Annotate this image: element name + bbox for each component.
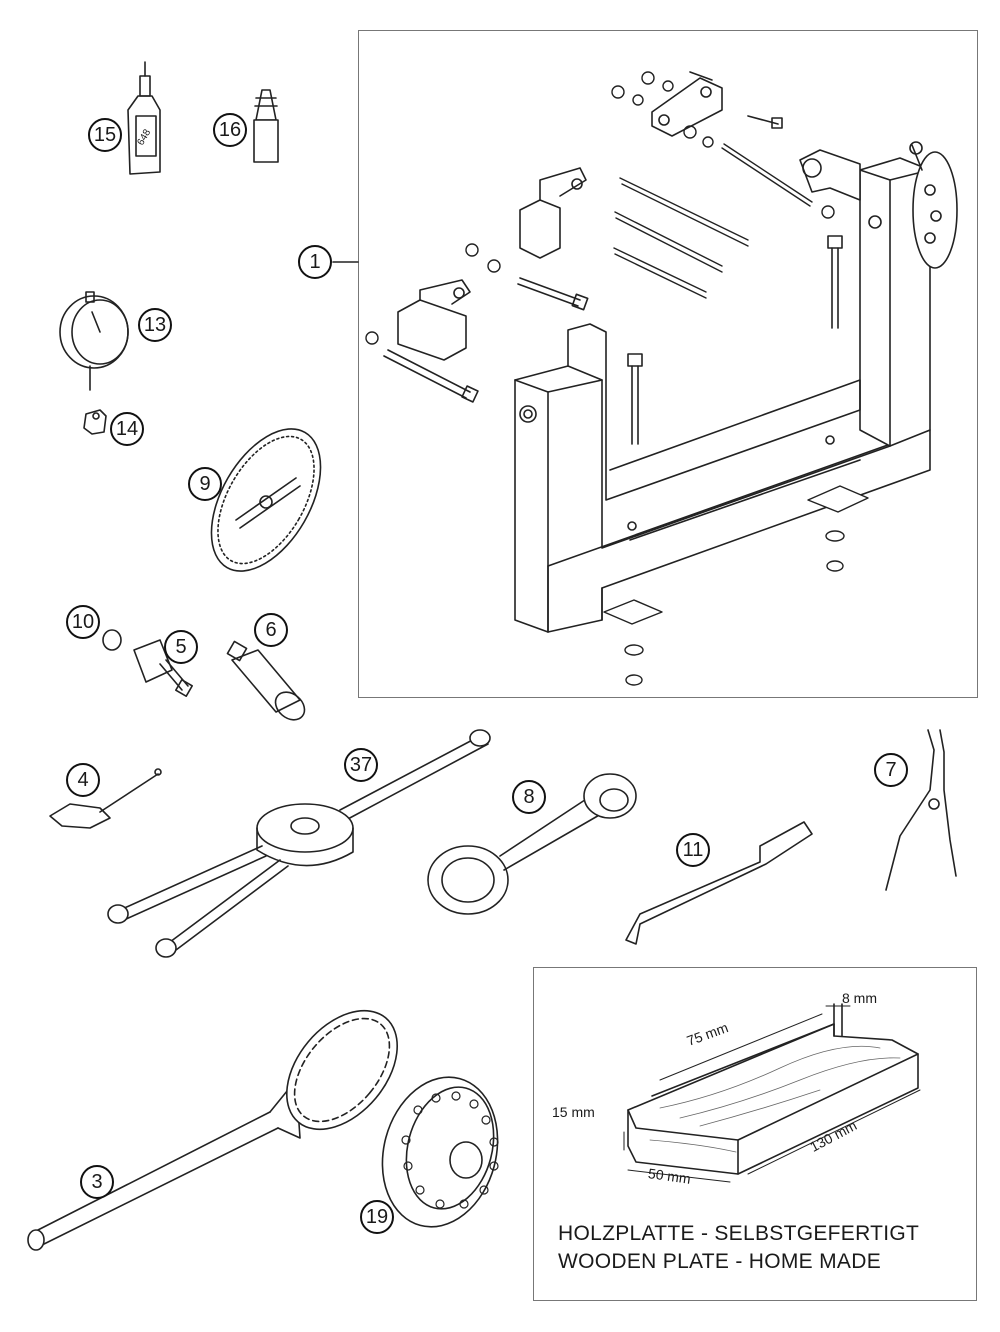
engine-stand-frame [358, 30, 978, 698]
callout-6: 6 [254, 613, 288, 647]
puller-set [102, 629, 306, 721]
callout-10: 10 [66, 605, 100, 639]
callout-15: 15 [88, 118, 122, 152]
sealant-tube [253, 89, 279, 163]
dim-slot: 8 mm [842, 990, 877, 1006]
callout-16: 16 [213, 113, 247, 147]
callout-9: 9 [188, 467, 222, 501]
dial-gauge [59, 291, 129, 391]
caption-german: HOLZPLATTE - SELBSTGEFERTIGT [558, 1222, 920, 1245]
flywheel-holder [27, 1009, 398, 1251]
callout-13: 13 [138, 308, 172, 342]
wrench-4 [49, 768, 162, 829]
callout-3: 3 [80, 1165, 114, 1199]
engine-stand [332, 71, 958, 686]
rotor-puller [381, 1076, 499, 1228]
callout-5: 5 [164, 630, 198, 664]
callout-14: 14 [110, 412, 144, 446]
callout-11: 11 [676, 833, 710, 867]
circlip-pliers [885, 729, 957, 891]
feeler-gauge [625, 821, 813, 945]
callout-4: 4 [66, 763, 100, 797]
crank-puller [107, 729, 491, 958]
callout-8: 8 [512, 780, 546, 814]
wooden-plate-sketch [623, 1003, 921, 1183]
holding-wrench [427, 773, 637, 915]
wooden-plate-frame [533, 967, 977, 1301]
callout-7: 7 [874, 753, 908, 787]
callout-1: 1 [298, 245, 332, 279]
degree-disc [210, 428, 322, 572]
callout-19: 19 [360, 1200, 394, 1234]
threadlocker-bottle [127, 61, 161, 175]
dim-thickness: 15 mm [552, 1104, 595, 1120]
gauge-adapter [83, 409, 107, 435]
caption-english: WOODEN PLATE - HOME MADE [558, 1250, 881, 1273]
callout-37: 37 [344, 748, 378, 782]
